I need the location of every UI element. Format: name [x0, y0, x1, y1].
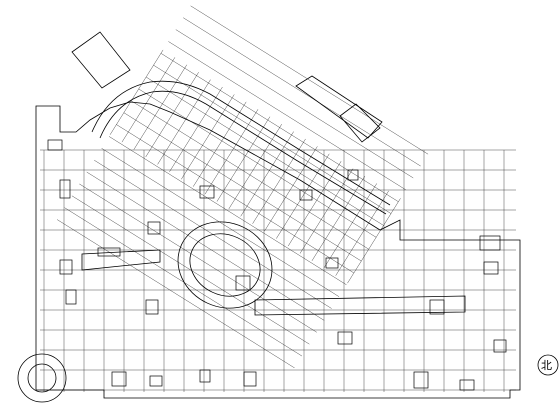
- diagonal-grid-line: [193, 101, 247, 187]
- service-core: [325, 257, 339, 269]
- service-core: [149, 375, 163, 387]
- diagonal-grid-line: [133, 64, 187, 150]
- service-core: [97, 247, 121, 257]
- diagonal-grid-line: [311, 175, 366, 261]
- entrance-arc-inner: [27, 363, 57, 393]
- service-core: [199, 369, 211, 383]
- service-core: [147, 221, 161, 235]
- diagonal-grid-line: [228, 124, 282, 210]
- diagonal-grid-line: [64, 207, 303, 357]
- service-core: [429, 299, 445, 315]
- service-core: [59, 179, 71, 199]
- diagonal-grid-line: [335, 190, 389, 276]
- diagonal-grid-line: [145, 72, 199, 158]
- diagonal-grid-line: [181, 94, 235, 180]
- diagonal-grid-line: [264, 146, 318, 232]
- diagonal-grid-line: [288, 161, 342, 247]
- service-core: [199, 185, 215, 199]
- service-core: [479, 235, 501, 251]
- service-core: [59, 259, 73, 275]
- diagonal-grid-line: [121, 57, 176, 143]
- atrium-oval-inner: [189, 233, 261, 297]
- ramp-left: [81, 249, 161, 271]
- service-cores: [47, 139, 507, 391]
- diagonal-grid-line: [56, 219, 295, 369]
- diagonal-grid-line: [94, 160, 332, 309]
- entrance-arc-outer: [17, 353, 67, 403]
- diagonal-grid-line: [183, 17, 421, 167]
- building-outline: [35, 101, 521, 399]
- diagonal-grid-line: [101, 148, 340, 297]
- diagonal-grid-line: [204, 109, 259, 195]
- diagonal-grid-line: [71, 195, 310, 345]
- service-core: [483, 261, 499, 275]
- canopy-top-left: [71, 31, 131, 89]
- plan-linework: [17, 31, 559, 403]
- diagonal-grid-line: [175, 29, 414, 179]
- north-label: 北: [541, 359, 552, 372]
- service-core: [493, 339, 507, 353]
- diagonal-grid-line: [190, 5, 429, 155]
- diagonal-grid-line: [323, 183, 377, 269]
- service-core: [459, 379, 475, 391]
- service-core: [235, 275, 251, 291]
- ramp-right: [254, 295, 466, 316]
- diagonal-grid-line: [168, 41, 406, 190]
- diagonal-grid: [56, 5, 429, 369]
- diagonal-grid-line: [108, 136, 347, 285]
- service-core: [243, 371, 257, 387]
- curved-facade: [91, 80, 391, 206]
- service-core: [47, 139, 63, 151]
- service-core: [145, 299, 159, 315]
- diagonal-grid-line: [169, 86, 223, 172]
- canopy-top-right: [295, 75, 383, 139]
- diagonal-grid-line: [86, 171, 325, 321]
- diagonal-grid-line: [276, 153, 330, 239]
- curved-facade-inner: [99, 90, 387, 215]
- diagonal-grid-line: [347, 198, 401, 284]
- north-arrow-circle: [537, 354, 559, 376]
- diagonal-grid-line: [216, 116, 271, 202]
- diagonal-grid-line: [252, 138, 306, 224]
- canopy-right-lower: [339, 103, 381, 143]
- service-core: [413, 371, 429, 389]
- diagonal-grid-line: [299, 168, 354, 254]
- diagonal-grid-line: [157, 79, 211, 165]
- service-core: [337, 331, 353, 345]
- service-core: [347, 169, 359, 181]
- diagonal-grid-line: [109, 49, 164, 135]
- structural-grid: [40, 149, 516, 392]
- atrium-oval: [177, 221, 273, 309]
- diagonal-grid-line: [240, 131, 294, 217]
- diagonal-grid-line: [79, 183, 317, 333]
- service-core: [299, 189, 313, 201]
- service-core: [111, 371, 127, 387]
- service-core: [65, 289, 77, 305]
